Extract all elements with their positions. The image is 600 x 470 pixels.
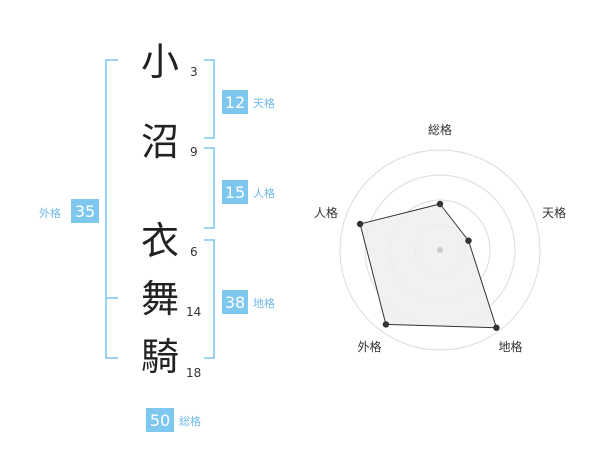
given-char-2-strokes: 14	[186, 305, 201, 319]
tenkaku-value: 12	[225, 93, 245, 112]
given-char-3: 騎	[141, 335, 179, 379]
soukaku-badge: 50 総格	[146, 408, 201, 432]
soukaku-label: 総格	[179, 414, 201, 428]
gaikaku-value: 35	[75, 202, 95, 221]
chikaku-badge: 38 地格	[222, 290, 275, 314]
radar-axis-label-3: 地格	[498, 339, 522, 354]
surname-char-1-strokes: 3	[190, 65, 198, 79]
radar-center-dot	[437, 247, 443, 253]
name-characters: 小 3 沼 9 衣 6 舞 14 騎 18	[141, 40, 201, 380]
radar-point-1	[436, 200, 444, 208]
radar-point-2	[465, 237, 472, 244]
radar-value-polygon	[359, 203, 498, 329]
surname-char-1: 小	[141, 40, 179, 84]
surname-char-2: 沼	[141, 120, 179, 164]
jinkaku-bracket	[204, 147, 215, 229]
fortune-brackets	[105, 59, 215, 359]
radar-point-3	[493, 324, 500, 331]
given-char-3-strokes: 18	[186, 366, 201, 380]
radar-ring-4	[339, 149, 541, 351]
surname-char-2-strokes: 9	[190, 145, 198, 159]
tenkaku-label: 天格	[253, 96, 275, 110]
chikaku-value: 38	[225, 293, 245, 312]
gaikaku-badge: 外格 35	[39, 199, 99, 223]
chikaku-bracket	[204, 239, 215, 359]
radar-axis-label-1: 総格	[428, 122, 452, 137]
gaikaku-label: 外格	[39, 206, 61, 220]
radar-point-4	[382, 321, 390, 328]
jinkaku-label: 人格	[253, 186, 275, 200]
chikaku-label: 地格	[253, 296, 275, 310]
tenkaku-badge: 12 天格	[222, 90, 275, 114]
tenkaku-bracket	[204, 59, 215, 139]
given-char-2: 舞	[141, 277, 179, 321]
given-char-1: 衣	[141, 219, 179, 263]
radar-axis-label-5: 人格	[314, 205, 338, 220]
gaikaku-bracket	[105, 59, 118, 359]
radar-point-5	[356, 220, 364, 228]
radar-axis-label-2: 天格	[542, 205, 566, 220]
given-char-1-strokes: 6	[190, 245, 198, 259]
jinkaku-value: 15	[225, 183, 245, 202]
soukaku-value: 50	[150, 411, 170, 430]
jinkaku-badge: 15 人格	[222, 180, 275, 204]
radar-axis-label-4: 外格	[357, 339, 381, 354]
